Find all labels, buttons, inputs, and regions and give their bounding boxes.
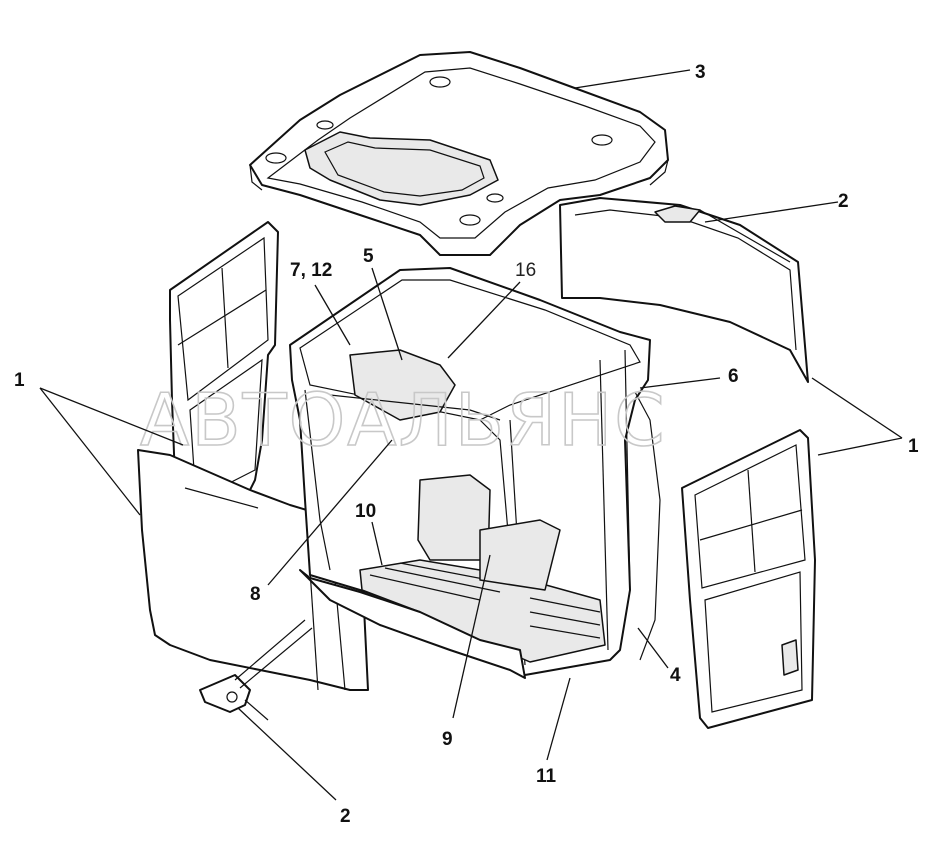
leader-lines: [39, 69, 903, 801]
callout-9: 9: [442, 729, 453, 750]
right-door: [681, 429, 816, 729]
callout-3: 3: [695, 62, 706, 83]
callout-labels: 1 1 2 2 3 4 5 6 7, 12 8 9 10 11 16: [14, 62, 919, 827]
callout-4: 4: [670, 665, 681, 686]
cab-frame: [289, 267, 661, 679]
wiper-assembly: [199, 619, 313, 721]
callout-5: 5: [363, 246, 374, 267]
watermark-text: АВТОАЛЬЯНС: [140, 378, 667, 462]
rear-glass: [559, 197, 809, 383]
callout-10: 10: [355, 501, 376, 522]
callout-2-bottom: 2: [340, 806, 351, 827]
callout-1-right: 1: [908, 436, 919, 457]
callout-2-top: 2: [838, 191, 849, 212]
callout-8: 8: [250, 584, 261, 605]
callout-16: 16: [515, 260, 536, 281]
roof-panel: [249, 51, 669, 256]
callout-1-left: 1: [14, 370, 25, 391]
callout-11: 11: [536, 766, 557, 787]
callout-7-12: 7, 12: [290, 260, 332, 281]
callout-6: 6: [728, 366, 739, 387]
